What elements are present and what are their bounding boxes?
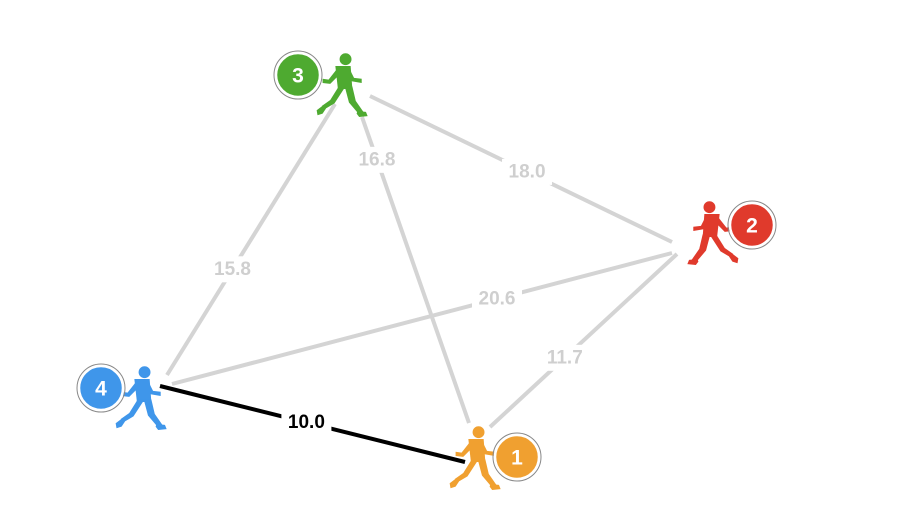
edge-1-2: [488, 252, 679, 429]
node-badge-1: [493, 433, 541, 481]
edge-label-1-2: 11.7: [547, 347, 583, 368]
node-badge-label: 1: [511, 447, 523, 470]
node-badge-2: [728, 201, 776, 249]
node-badge-label: 2: [746, 215, 758, 238]
edge-label-background: [207, 256, 258, 283]
node-badge-ring: [727, 200, 777, 250]
node-4: 4: [76, 363, 167, 430]
node-badge-ring: [273, 50, 323, 100]
node-badge-4: [77, 364, 125, 412]
edge-3-4: [165, 102, 337, 377]
node-badge-label: 3: [292, 65, 304, 88]
edge-label-background: [351, 146, 402, 173]
edge-4-2: [171, 251, 673, 386]
node-badge-ring: [76, 363, 126, 413]
edge-label-background: [472, 285, 522, 312]
edge-label-background: [502, 158, 553, 185]
node-badge-3: [274, 51, 322, 99]
node-3: 3: [273, 50, 368, 117]
runner-icon: [316, 53, 368, 117]
node-1: 1: [449, 426, 542, 490]
edge-label-4-1: 10.0: [288, 412, 325, 433]
edge-label-3-1: 16.8: [358, 149, 395, 170]
node-badge-label: 4: [95, 378, 107, 401]
edge-label-3-4: 15.8: [214, 259, 251, 280]
node-badge-ring: [492, 432, 542, 482]
edge-label-4-2: 20.6: [479, 288, 516, 309]
edge-label-background: [539, 344, 590, 371]
edge-label-background: [281, 409, 332, 436]
edge-label-3-2: 18.0: [509, 161, 546, 182]
node-2: 2: [687, 200, 777, 265]
